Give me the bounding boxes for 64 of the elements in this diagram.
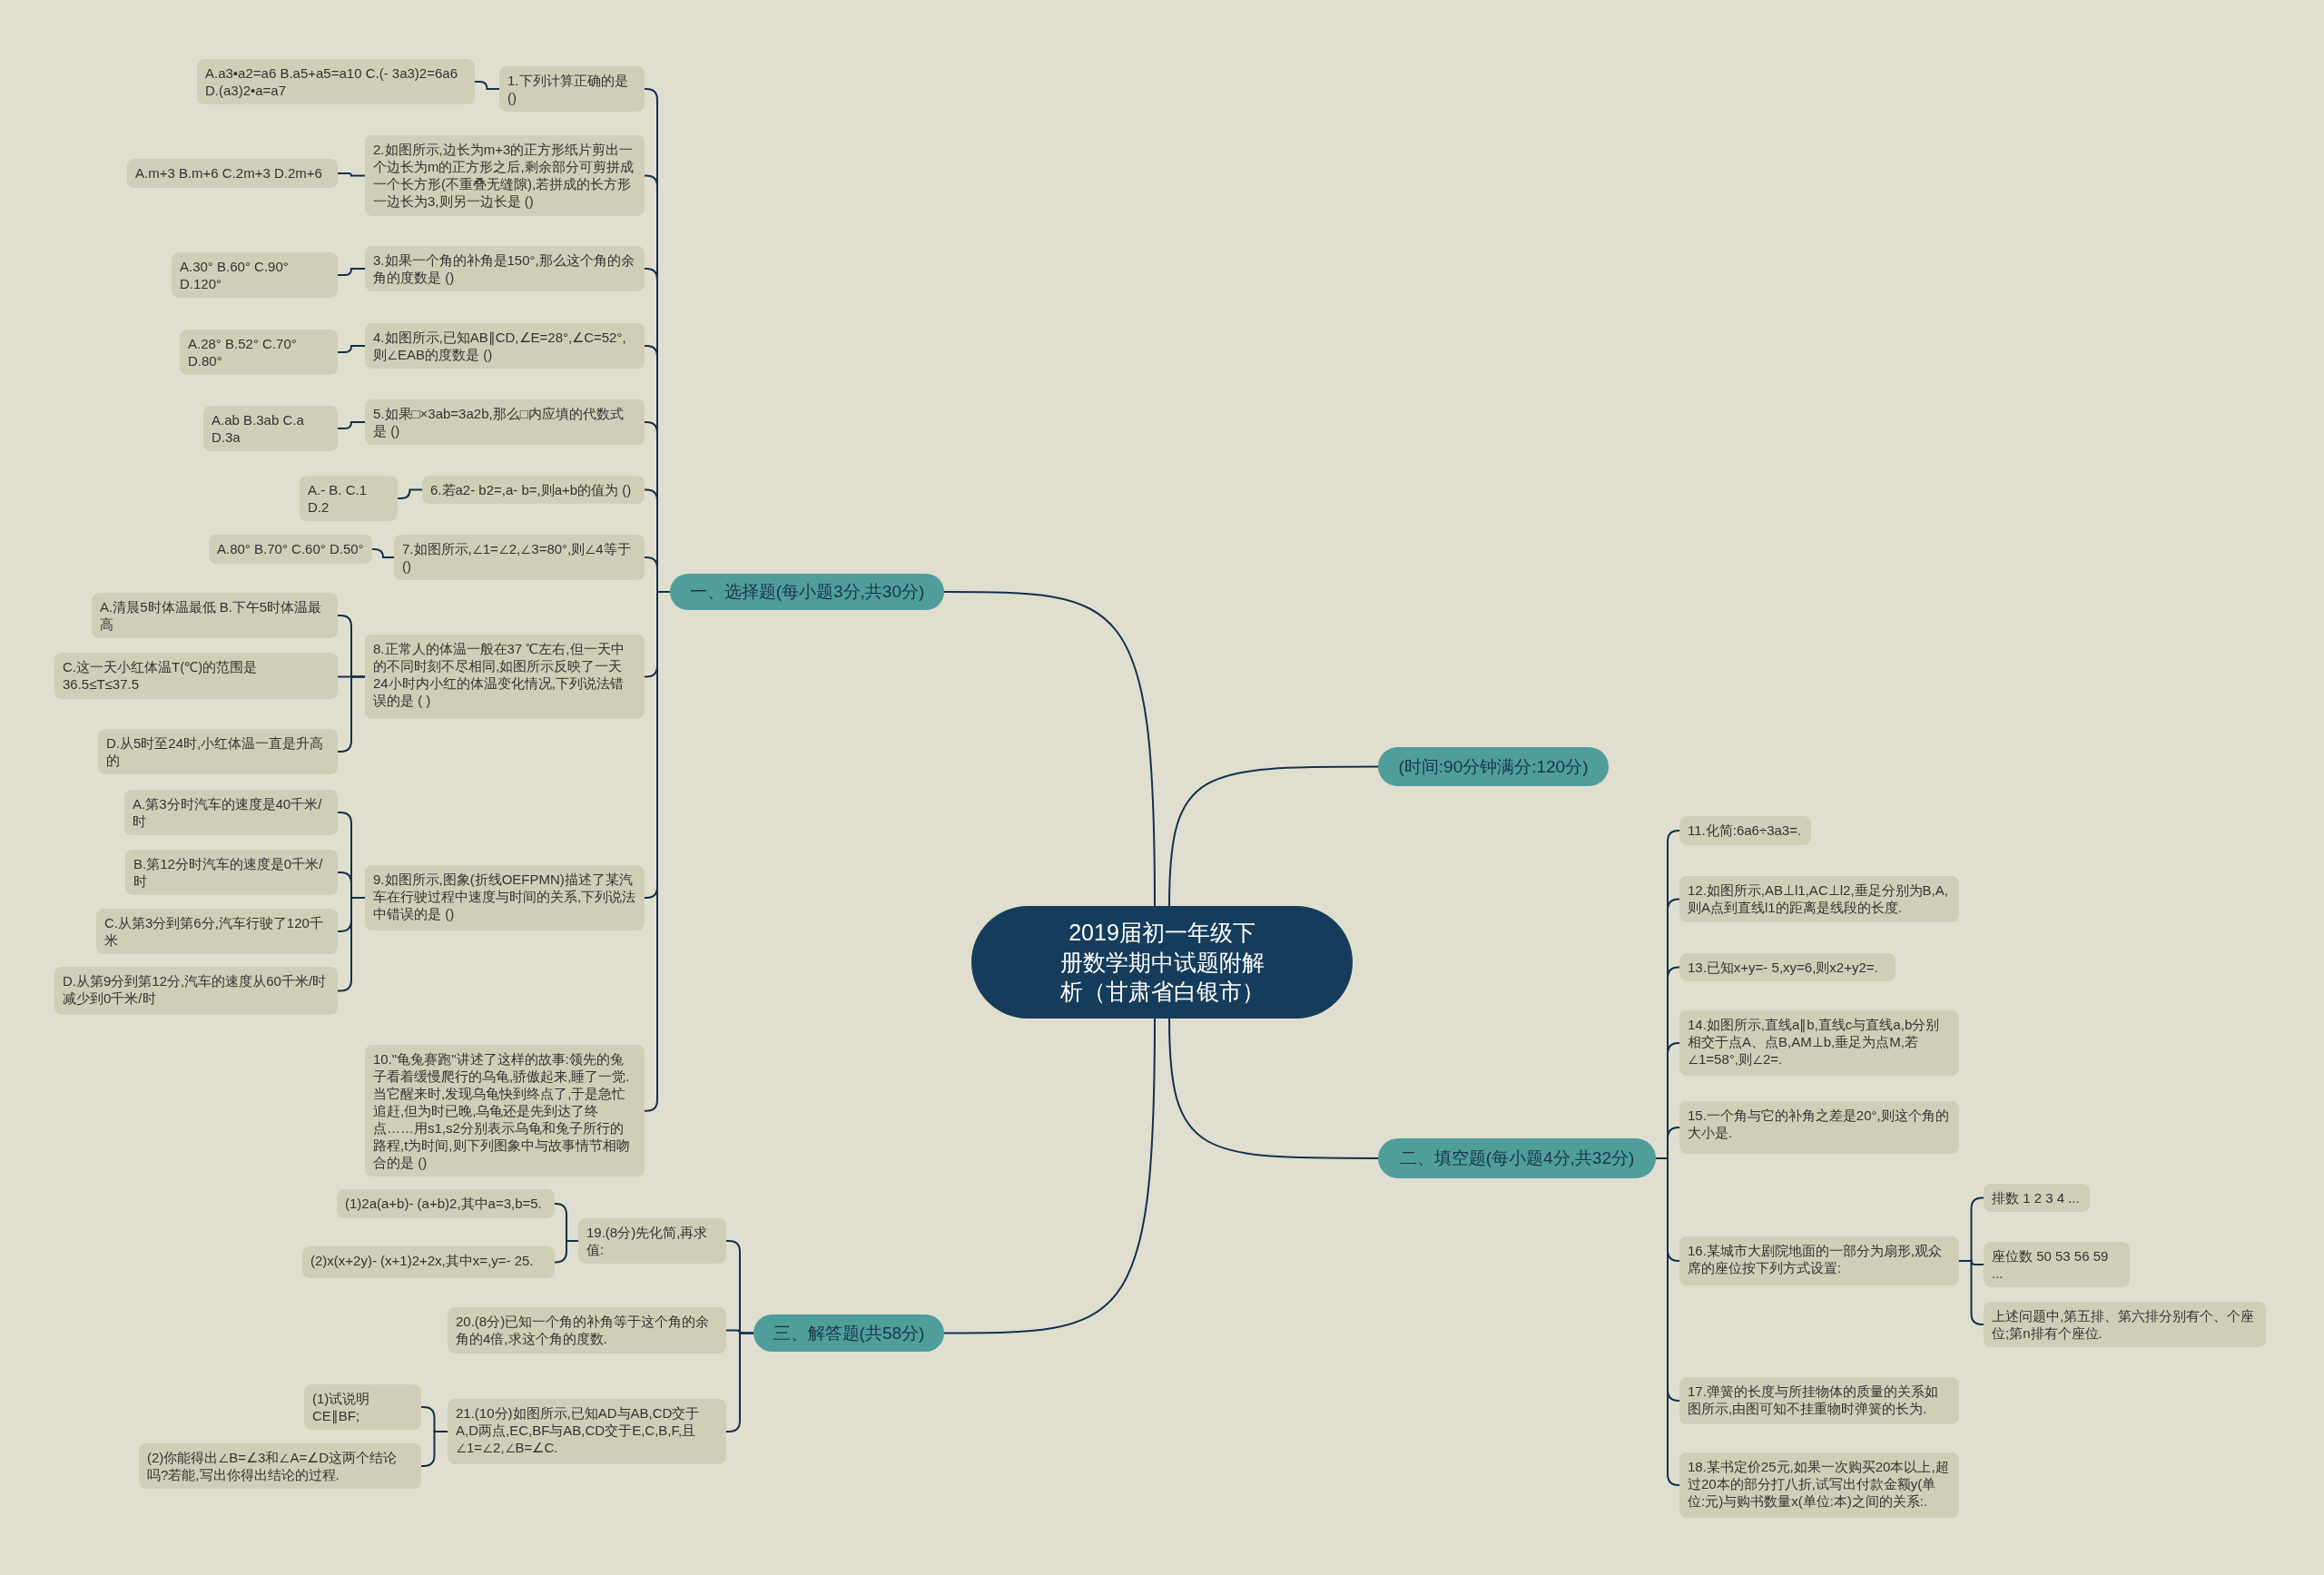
subtopic-box: (2)x(x+2y)- (x+1)2+2x,其中x=,y=- 25. [302, 1246, 555, 1278]
subtopic-box: C.从第3分到第6分,汽车行驶了120千米 [96, 909, 338, 955]
subtopic-box: 5.如果□×3ab=3a2b,那么□内应填的代数式是 () [365, 399, 645, 446]
connector-line [474, 81, 500, 91]
subtopic-box: B.第12分时汽车的速度是0千米/时 [125, 850, 338, 896]
subtopic-box: A.a3•a2=a6 B.a5+a5=a10 C.(- 3a3)2=6a6 D.(a3)2•a=a7 [197, 59, 475, 105]
subtopic-box: 1.下列计算正确的是 () [499, 66, 645, 113]
subtopic-box: D.从5时至24时,小红体温一直是升高的 [98, 729, 338, 775]
subtopic-box: 19.(8分)先化简,再求值: [578, 1218, 726, 1265]
branch-topic: 一、选择题(每小题3分,共30分) [670, 574, 944, 610]
connector-line [337, 268, 366, 277]
connector-line [1168, 1018, 1379, 1159]
subtopic-box: 9.如图所示,图象(折线OEFPMN)描述了某汽车在行驶过程中速度与时间的关系,下列说法中错误的是 () [365, 865, 645, 930]
subtopic-box: A.- B. C.1 D.2 [300, 476, 398, 522]
subtopic-box: 15.一个角与它的补角之差是20°,则这个角的大小是. [1679, 1101, 1959, 1154]
subtopic-box: (2)你能得出∠B=∠3和∠A=∠D这两个结论吗?若能,写出你得出结论的过程. [139, 1443, 421, 1490]
branch-topic: 二、填空题(每小题4分,共32分) [1378, 1138, 1656, 1178]
subtopic-box: A.第3分时汽车的速度是40千米/时 [124, 790, 338, 836]
connector-line [337, 172, 366, 177]
connector-line [943, 591, 1156, 907]
subtopic-box: 18.某书定价25元,如果一次购买20本以上,超过20本的部分打八折,试写出付款金额y(单位:元)与购书数量x(单位:本)之间的关系:. [1679, 1452, 1959, 1518]
subtopic-box: C.这一天小红体温T(℃)的范围是36.5≤T≤37.5 [54, 653, 338, 699]
subtopic-box: 6.若a2- b2=,a- b=,则a+b的值为 () [422, 476, 645, 505]
subtopic-box: 7.如图所示,∠1=∠2,∠3=80°,则∠4等于 () [394, 535, 645, 581]
subtopic-box: (1)试说明CE∥BF; [304, 1384, 421, 1431]
subtopic-box: A.80° B.70° C.60° D.50° [209, 535, 372, 564]
connector-line [337, 675, 366, 753]
branch-topic: (时间:90分钟满分:120分) [1378, 747, 1609, 786]
subtopic-box: (1)2a(a+b)- (a+b)2,其中a=3,b=5. [337, 1189, 555, 1218]
subtopic-box: 8.正常人的体温一般在37 ℃左右,但一天中的不同时刻不尽相同,如图所示反映了一天24小时内小红的体温变化情况,下列说法错误的是 ( ) [365, 635, 645, 719]
branch-topic: 三、解答题(共58分) [753, 1314, 944, 1352]
subtopic-box: 座位数 50 53 56 59 ... [1984, 1242, 2130, 1288]
subtopic-box: 21.(10分)如图所示,已知AD与AB,CD交于A,D两点,EC,BF与AB,CD交于E,C,B,F,且∠1=∠2,∠B=∠C. [448, 1399, 726, 1464]
connector-line [371, 548, 395, 559]
subtopic-box: 4.如图所示,已知AB∥CD,∠E=28°,∠C=52°,则∠EAB的度数是 () [365, 323, 645, 369]
connector-line [1958, 1260, 1984, 1326]
subtopic-box: 20.(8分)已知一个角的补角等于这个角的余角的4倍,求这个角的度数. [448, 1307, 726, 1354]
subtopic-box: A.30° B.60° C.90° D.120° [172, 252, 338, 299]
central-topic: 2019届初一年级下册数学期中试题附解析（甘肃省白银市） [971, 906, 1353, 1019]
connector-line [337, 421, 366, 430]
subtopic-box: 17.弹簧的长度与所挂物体的质量的关系如图所示,由图可知不挂重物时弹簧的长为. [1679, 1377, 1959, 1424]
connector-line [337, 345, 366, 354]
connector-line [397, 488, 423, 500]
connector-line [337, 897, 366, 992]
subtopic-box: 排数 1 2 3 4 ... [1984, 1184, 2090, 1213]
connector-line [420, 1431, 448, 1468]
subtopic-box: 11.化简:6a6÷3a3=. [1679, 816, 1811, 845]
subtopic-box: 2.如图所示,边长为m+3的正方形纸片剪出一个边长为m的正方形之后,剩余部分可剪拼成一个长方形(不重叠无缝隙),若拼成的长方形一边长为3,则另一边长是 () [365, 135, 645, 216]
subtopic-box: A.清晨5时体温最低 B.下午5时体温最高 [92, 593, 338, 639]
connector-line [943, 1018, 1156, 1334]
subtopic-box: A.28° B.52° C.70° D.80° [180, 330, 338, 376]
subtopic-box: 10."龟兔赛跑"讲述了这样的故事:领先的兔子看着缓慢爬行的乌龟,骄傲起来,睡了一觉.当它醒来时,发现乌龟快到终点了,于是急忙追赶,但为时已晚,乌龟还是先到达了终点……用s1,s2分别表示乌龟和兔子所行的路程,t为时间,则下列图象中与故事情节相吻合的是 () [365, 1045, 645, 1177]
subtopic-box: 12.如图所示,AB⊥l1,AC⊥l2,垂足分别为B,A,则A点到直线l1的距离是线段的长度. [1679, 876, 1959, 922]
connector-line [1168, 765, 1379, 907]
subtopic-box: 上述问题中,第五排、第六排分别有个、个座位;第n排有个座位. [1984, 1302, 2266, 1348]
subtopic-box: 14.如图所示,直线a∥b,直线c与直线a,b分别相交于点A、点B,AM⊥b,垂足为点M,若∠1=58°,则∠2=. [1679, 1010, 1959, 1076]
subtopic-box: A.m+3 B.m+6 C.2m+3 D.2m+6 [127, 159, 338, 188]
subtopic-box: A.ab B.3ab C.a D.3a [203, 406, 338, 452]
subtopic-box: D.从第9分到第12分,汽车的速度从60千米/时减少到0千米/时 [54, 967, 338, 1015]
subtopic-box: 13.已知x+y=- 5,xy=6,则x2+y2=. [1679, 953, 1896, 982]
connector-line [725, 1332, 754, 1432]
subtopic-box: 3.如果一个角的补角是150°,那么这个角的余角的度数是 () [365, 246, 645, 292]
connector-line [554, 1240, 579, 1264]
subtopic-box: 16.某城市大剧院地面的一部分为扇形,观众席的座位按下列方式设置: [1679, 1236, 1959, 1285]
